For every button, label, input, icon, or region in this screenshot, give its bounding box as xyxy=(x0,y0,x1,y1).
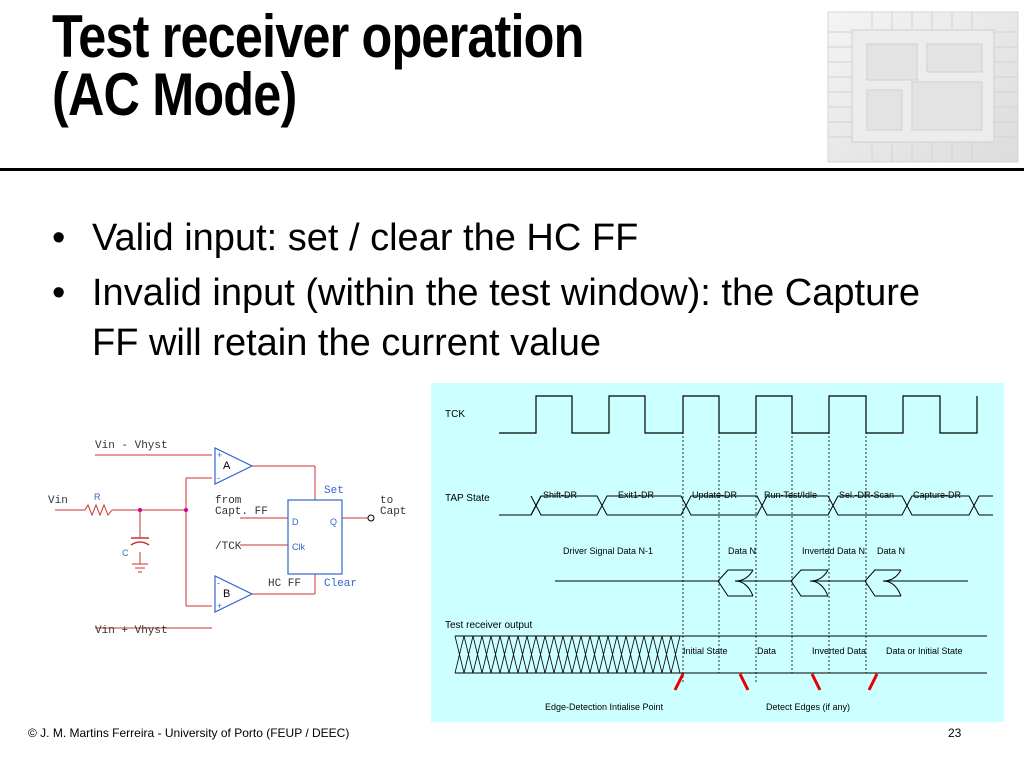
detect-edges-label: Detect Edges (if any) xyxy=(766,702,850,712)
bullet-list: • Valid input: set / clear the HC FF • I… xyxy=(52,213,952,373)
edge-marker xyxy=(738,673,750,691)
state-exit1-dr: Exit1-DR xyxy=(618,490,655,500)
chip-die-image xyxy=(827,11,1019,163)
state-sel-dr-scan: Sel.-DR-Scan xyxy=(839,490,894,500)
timing-diagram: TCK TAP State Shift-DR Exit1-DR Update-D… xyxy=(431,383,1004,722)
svg-text:-: - xyxy=(217,473,220,483)
inverted-data-label: Inverted Data xyxy=(812,646,866,656)
inverted-data-n-label: Inverted Data N xyxy=(802,546,865,556)
vin-label: Vin xyxy=(48,495,68,507)
title-line-2: (AC Mode) xyxy=(52,61,297,128)
title-divider xyxy=(0,168,1024,171)
hc-ff-label: HC FF xyxy=(268,578,301,590)
page-number: 23 xyxy=(948,726,962,740)
edge-marker xyxy=(810,673,822,691)
svg-text:+: + xyxy=(217,601,222,611)
ff-d-label: D xyxy=(292,517,299,527)
clear-label: Clear xyxy=(324,578,357,590)
bullet-item: • Invalid input (within the test window)… xyxy=(52,268,952,368)
title-line-1: Test receiver operation xyxy=(52,3,584,70)
bullet-item: • Valid input: set / clear the HC FF xyxy=(52,213,952,263)
slide-title: Test receiver operation (AC Mode) xyxy=(52,3,584,128)
edge-marker xyxy=(673,673,685,691)
comp-b-label: B xyxy=(223,588,230,600)
bullet-dot: • xyxy=(52,272,66,314)
state-update-dr: Update-DR xyxy=(692,490,738,500)
hc-ff-box xyxy=(287,499,343,575)
svg-text:-: - xyxy=(217,578,220,588)
tck-label: TCK xyxy=(445,409,465,420)
to-label-2: Capt xyxy=(380,506,406,518)
data-label: Data xyxy=(757,646,776,656)
state-shift-dr: Shift-DR xyxy=(543,490,578,500)
tap-state-label: TAP State xyxy=(445,493,490,504)
comparator-a-symbol xyxy=(214,447,254,485)
data-n-label-2: Data N xyxy=(877,546,905,556)
footer-copyright: © J. M. Martins Ferreira - University of… xyxy=(28,726,350,740)
receiver-output-label: Test receiver output xyxy=(445,620,532,631)
to-label-1: to xyxy=(380,495,393,507)
initial-state-label: Initial State xyxy=(683,646,728,656)
state-run-test-idle: Run-Test/Idle xyxy=(764,490,817,500)
junction-dot xyxy=(138,508,142,512)
hatched-unknown-region xyxy=(454,635,681,674)
resistor-label: R xyxy=(94,492,101,502)
comp-a-label: A xyxy=(223,460,231,472)
ff-q-label: Q xyxy=(330,517,337,527)
bullet-text: Valid input: set / clear the HC FF xyxy=(92,217,639,259)
from-label-2: Capt. FF xyxy=(215,506,268,518)
tck-inv-label: /TCK xyxy=(215,541,242,553)
edge-detection-label: Edge-Detection Intialise Point xyxy=(545,702,664,712)
vin-minus-label: Vin - Vhyst xyxy=(95,440,168,452)
set-label: Set xyxy=(324,485,344,497)
edge-marker xyxy=(867,673,879,691)
ff-clk-label: Clk xyxy=(292,542,305,552)
junction-dot xyxy=(184,508,188,512)
vin-plus-label: Vin + Vhyst xyxy=(95,625,168,637)
capacitor-label: C xyxy=(122,548,129,558)
comparator-b-symbol xyxy=(214,575,254,613)
driver-signal-label: Driver Signal Data N-1 xyxy=(563,546,653,556)
bullet-dot: • xyxy=(52,217,66,259)
data-or-initial-label: Data or Initial State xyxy=(886,646,963,656)
data-n-label-1: Data N xyxy=(728,546,756,556)
svg-text:+: + xyxy=(217,450,222,460)
test-receiver-circuit: +- -+ A B Vin - Vhyst Vin + Vhyst Vin R … xyxy=(48,440,406,637)
state-capture-dr: Capture-DR xyxy=(913,490,962,500)
from-label-1: from xyxy=(215,495,242,507)
bullet-text: Invalid input (within the test window): … xyxy=(92,272,920,364)
